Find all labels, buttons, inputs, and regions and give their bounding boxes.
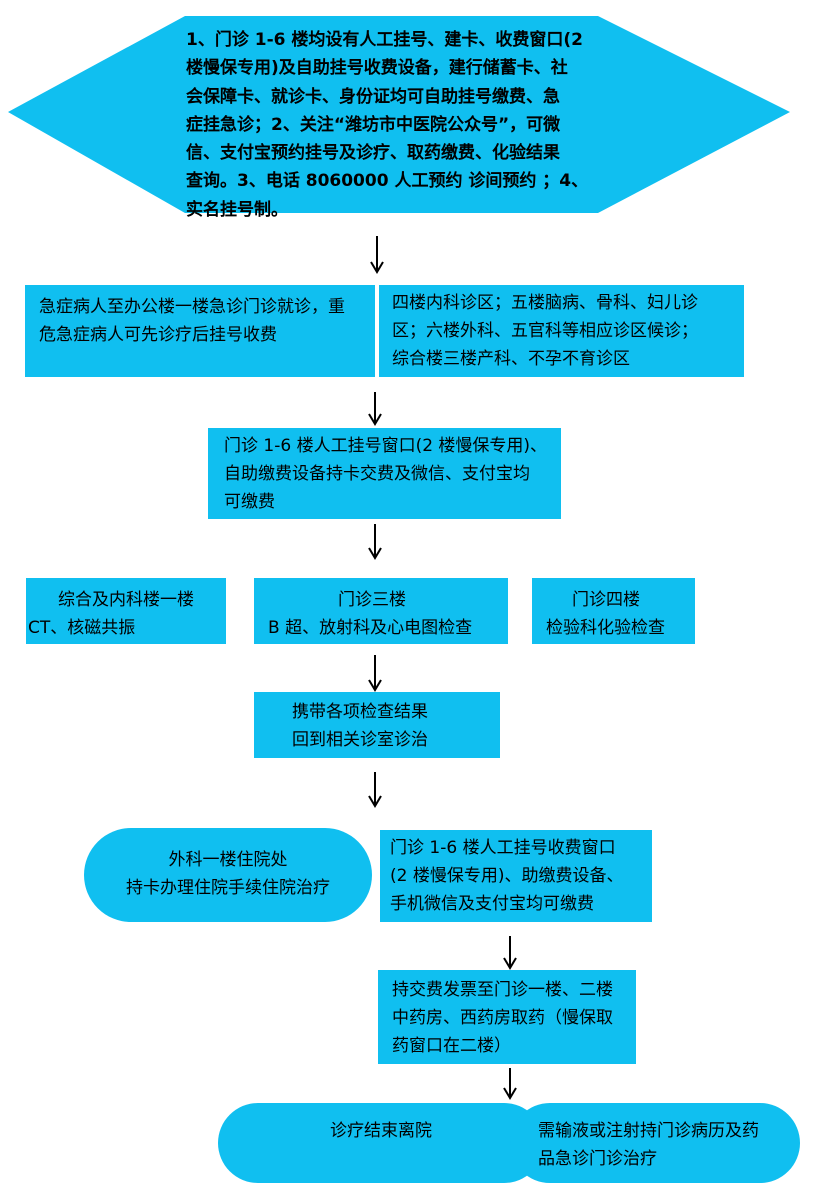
hospitalize-pill: 外科一楼住院处 持卡办理住院手续住院治疗 <box>84 828 372 922</box>
arrow-head-4 <box>368 679 382 692</box>
arrow-head-1 <box>370 261 384 274</box>
exam-lab-box: 门诊四楼 检验科化验检查 <box>532 578 695 644</box>
intro-hexagon <box>8 16 790 213</box>
intro-text: 1、门诊 1-6 楼均设有人工挂号、建卡、收费窗口(2 楼慢保专用)及自助挂号收… <box>186 30 589 220</box>
arrow-head-3 <box>368 547 382 560</box>
infusion-pill: 需输液或注射持门诊病历及药 品急诊门诊治疗 <box>510 1103 800 1183</box>
discharge-pill: 诊疗结束离院 <box>218 1103 544 1183</box>
departments-box: 四楼内科诊区；五楼脑病、骨科、妇儿诊 区；六楼外科、五官科等相应诊区候诊； 综合… <box>379 285 744 377</box>
payment-box-1: 门诊 1-6 楼人工挂号窗口(2 楼慢保专用)、 自助缴费设备持卡交费及微信、支… <box>208 428 561 519</box>
exam-ct-box: 综合及内科楼一楼 CT、核磁共振 <box>26 578 226 644</box>
connector-arrows <box>368 236 517 1100</box>
arrow-head-2 <box>368 413 382 426</box>
return-box: 携带各项检查结果 回到相关诊室诊治 <box>254 692 500 758</box>
pharmacy-box: 持交费发票至门诊一楼、二楼 中药房、西药房取药（慢保取 药窗口在二楼） <box>378 970 636 1064</box>
emergency-box: 急症病人至办公楼一楼急诊门诊就诊，重 危急症病人可先诊疗后挂号收费 <box>25 285 375 377</box>
exam-b-box: 门诊三楼 B 超、放射科及心电图检查 <box>254 578 508 644</box>
arrow-head-5 <box>368 795 382 808</box>
payment-box-2: 门诊 1-6 楼人工挂号收费窗口 (2 楼慢保专用)、助缴费设备、 手机微信及支… <box>380 830 652 922</box>
arrow-head-7 <box>503 1087 517 1100</box>
arrow-head-6 <box>503 957 517 970</box>
